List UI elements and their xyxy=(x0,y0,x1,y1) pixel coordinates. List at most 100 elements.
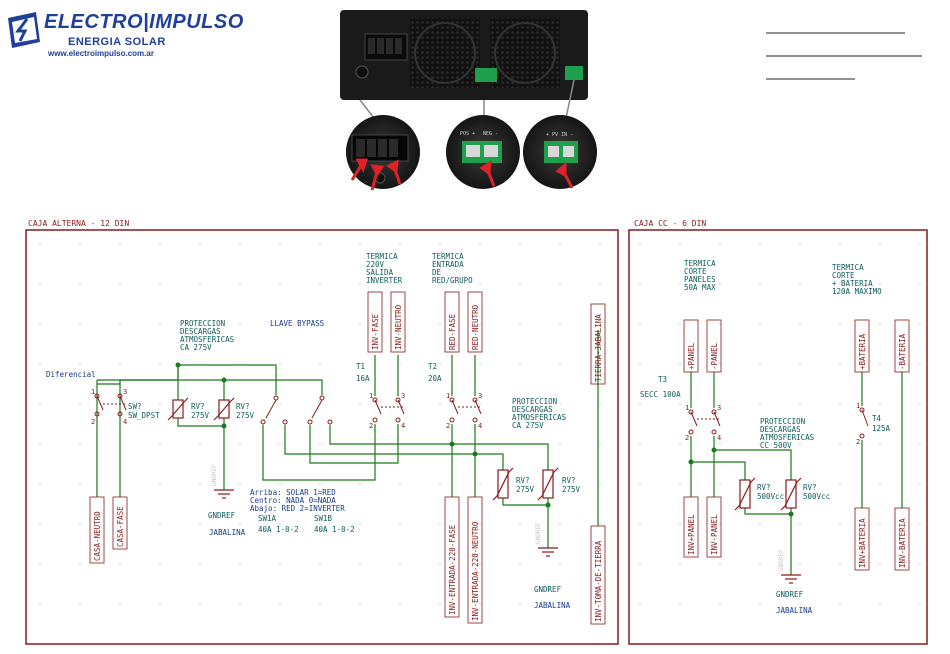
grid-dot xyxy=(839,243,841,245)
blank-fields xyxy=(766,32,922,80)
grid-dot xyxy=(639,603,641,605)
grid-dot xyxy=(879,563,881,565)
grid-dot xyxy=(559,363,561,365)
dc-pin-numbers: 12 34 12 xyxy=(685,402,860,446)
grid-dot xyxy=(119,563,121,565)
port-label-neg: NEG - xyxy=(483,131,498,137)
label-minus-panel: -PANEL xyxy=(710,342,719,370)
t1-contact xyxy=(374,399,382,415)
grid-dot xyxy=(599,323,601,325)
grid-dot xyxy=(599,443,601,445)
svg-text:PANELES: PANELES xyxy=(684,275,716,284)
grid-dot xyxy=(719,443,721,445)
grid-dot xyxy=(479,243,481,245)
grid-dot xyxy=(519,563,521,565)
grid-dot xyxy=(159,243,161,245)
grid-dot xyxy=(919,323,921,325)
grid-dot xyxy=(719,523,721,525)
grid-dot xyxy=(279,563,281,565)
grid-dot xyxy=(559,523,561,525)
grid-dot xyxy=(399,483,401,485)
svg-text:TERMICA: TERMICA xyxy=(684,259,716,268)
grid-dot xyxy=(799,363,801,365)
t4-title: TERMICA CORTE + BATERIA 120A MAXIMO xyxy=(832,263,882,296)
grid-dot xyxy=(799,403,801,405)
grid-dot xyxy=(199,443,201,445)
svg-text:SALIDA: SALIDA xyxy=(366,268,394,277)
svg-text:3: 3 xyxy=(401,392,405,400)
ac-terminal-block xyxy=(364,33,408,61)
grid-dot xyxy=(519,243,521,245)
svg-text:TERMICA: TERMICA xyxy=(432,252,464,261)
grid-dot xyxy=(639,323,641,325)
rv-f-value: 500Vcc xyxy=(803,492,830,501)
grid-dot xyxy=(79,403,81,405)
grid-dot xyxy=(159,403,161,405)
gndref-a: GNDREF xyxy=(208,511,236,520)
grid-dot xyxy=(679,603,681,605)
grid-dot xyxy=(39,603,41,605)
grid-dot xyxy=(919,483,921,485)
grid-dot xyxy=(679,363,681,365)
label-red-fase: RED-FASE xyxy=(448,313,457,350)
port-label-pos: POS + xyxy=(460,131,475,137)
grid-dot xyxy=(319,443,321,445)
grid-dot xyxy=(559,483,561,485)
grid-dot xyxy=(599,603,601,605)
grid-dot xyxy=(159,323,161,325)
grid-dot xyxy=(799,563,801,565)
grid-dot xyxy=(479,563,481,565)
grid-dot xyxy=(559,323,561,325)
grid-dot xyxy=(319,563,321,565)
label-inv-minus-panel: INV-PANEL xyxy=(710,514,719,555)
grid-dot xyxy=(839,403,841,405)
grid-dot xyxy=(679,443,681,445)
label-inv-fase: INV-FASE xyxy=(371,313,380,350)
grid-dot xyxy=(239,443,241,445)
svg-text:TERMICA: TERMICA xyxy=(832,263,864,272)
rv-a-value: 275V xyxy=(191,411,210,420)
grid-dot xyxy=(599,483,601,485)
grid-dot xyxy=(199,363,201,365)
label-inv-plus-bateria: INV+BATERIA xyxy=(858,518,867,568)
ac-pin-numbers: 12 34 12 34 12 34 xyxy=(91,388,482,430)
grid-dot xyxy=(919,523,921,525)
svg-text:RED/GRUPO: RED/GRUPO xyxy=(432,276,473,285)
svg-text:1: 1 xyxy=(685,404,689,412)
grid-dot xyxy=(919,243,921,245)
t4-value: 125A xyxy=(872,424,891,433)
grid-dot xyxy=(439,563,441,565)
grid-dot xyxy=(239,563,241,565)
grid-dot xyxy=(359,483,361,485)
grid-dot xyxy=(719,563,721,565)
svg-text:CA 275V: CA 275V xyxy=(512,421,544,430)
grid-dot xyxy=(839,523,841,525)
rv-c-value: 275V xyxy=(516,485,535,494)
grid-dot xyxy=(559,563,561,565)
rv-a-ref: RV? xyxy=(191,402,205,411)
grid-dot xyxy=(919,603,921,605)
rv-c-ref: RV? xyxy=(516,476,530,485)
grid-dot xyxy=(359,403,361,405)
grid-dot xyxy=(639,363,641,365)
grid-dot xyxy=(559,603,561,605)
grid-dot xyxy=(599,283,601,285)
grid-dot xyxy=(679,563,681,565)
svg-text:4: 4 xyxy=(478,422,482,430)
grid-dot xyxy=(79,283,81,285)
dc-texts: TERMICA CORTE PANELES 50A MAX T3 SECC 10… xyxy=(640,259,891,615)
grid-dot xyxy=(719,243,721,245)
grid-dot xyxy=(79,363,81,365)
grid-dot xyxy=(359,603,361,605)
grid-dot xyxy=(239,283,241,285)
svg-text:1: 1 xyxy=(369,392,373,400)
svg-text:2: 2 xyxy=(91,418,95,426)
grid-dot xyxy=(919,563,921,565)
grid-dot xyxy=(679,523,681,525)
grid-dot xyxy=(239,323,241,325)
varistor-icon xyxy=(542,469,554,499)
gndref-b-rot: GNDREF xyxy=(535,522,542,544)
grid-dot xyxy=(279,483,281,485)
grid-dot xyxy=(439,283,441,285)
t2-title: TERMICA ENTRADA DE RED/GRUPO xyxy=(432,252,473,285)
